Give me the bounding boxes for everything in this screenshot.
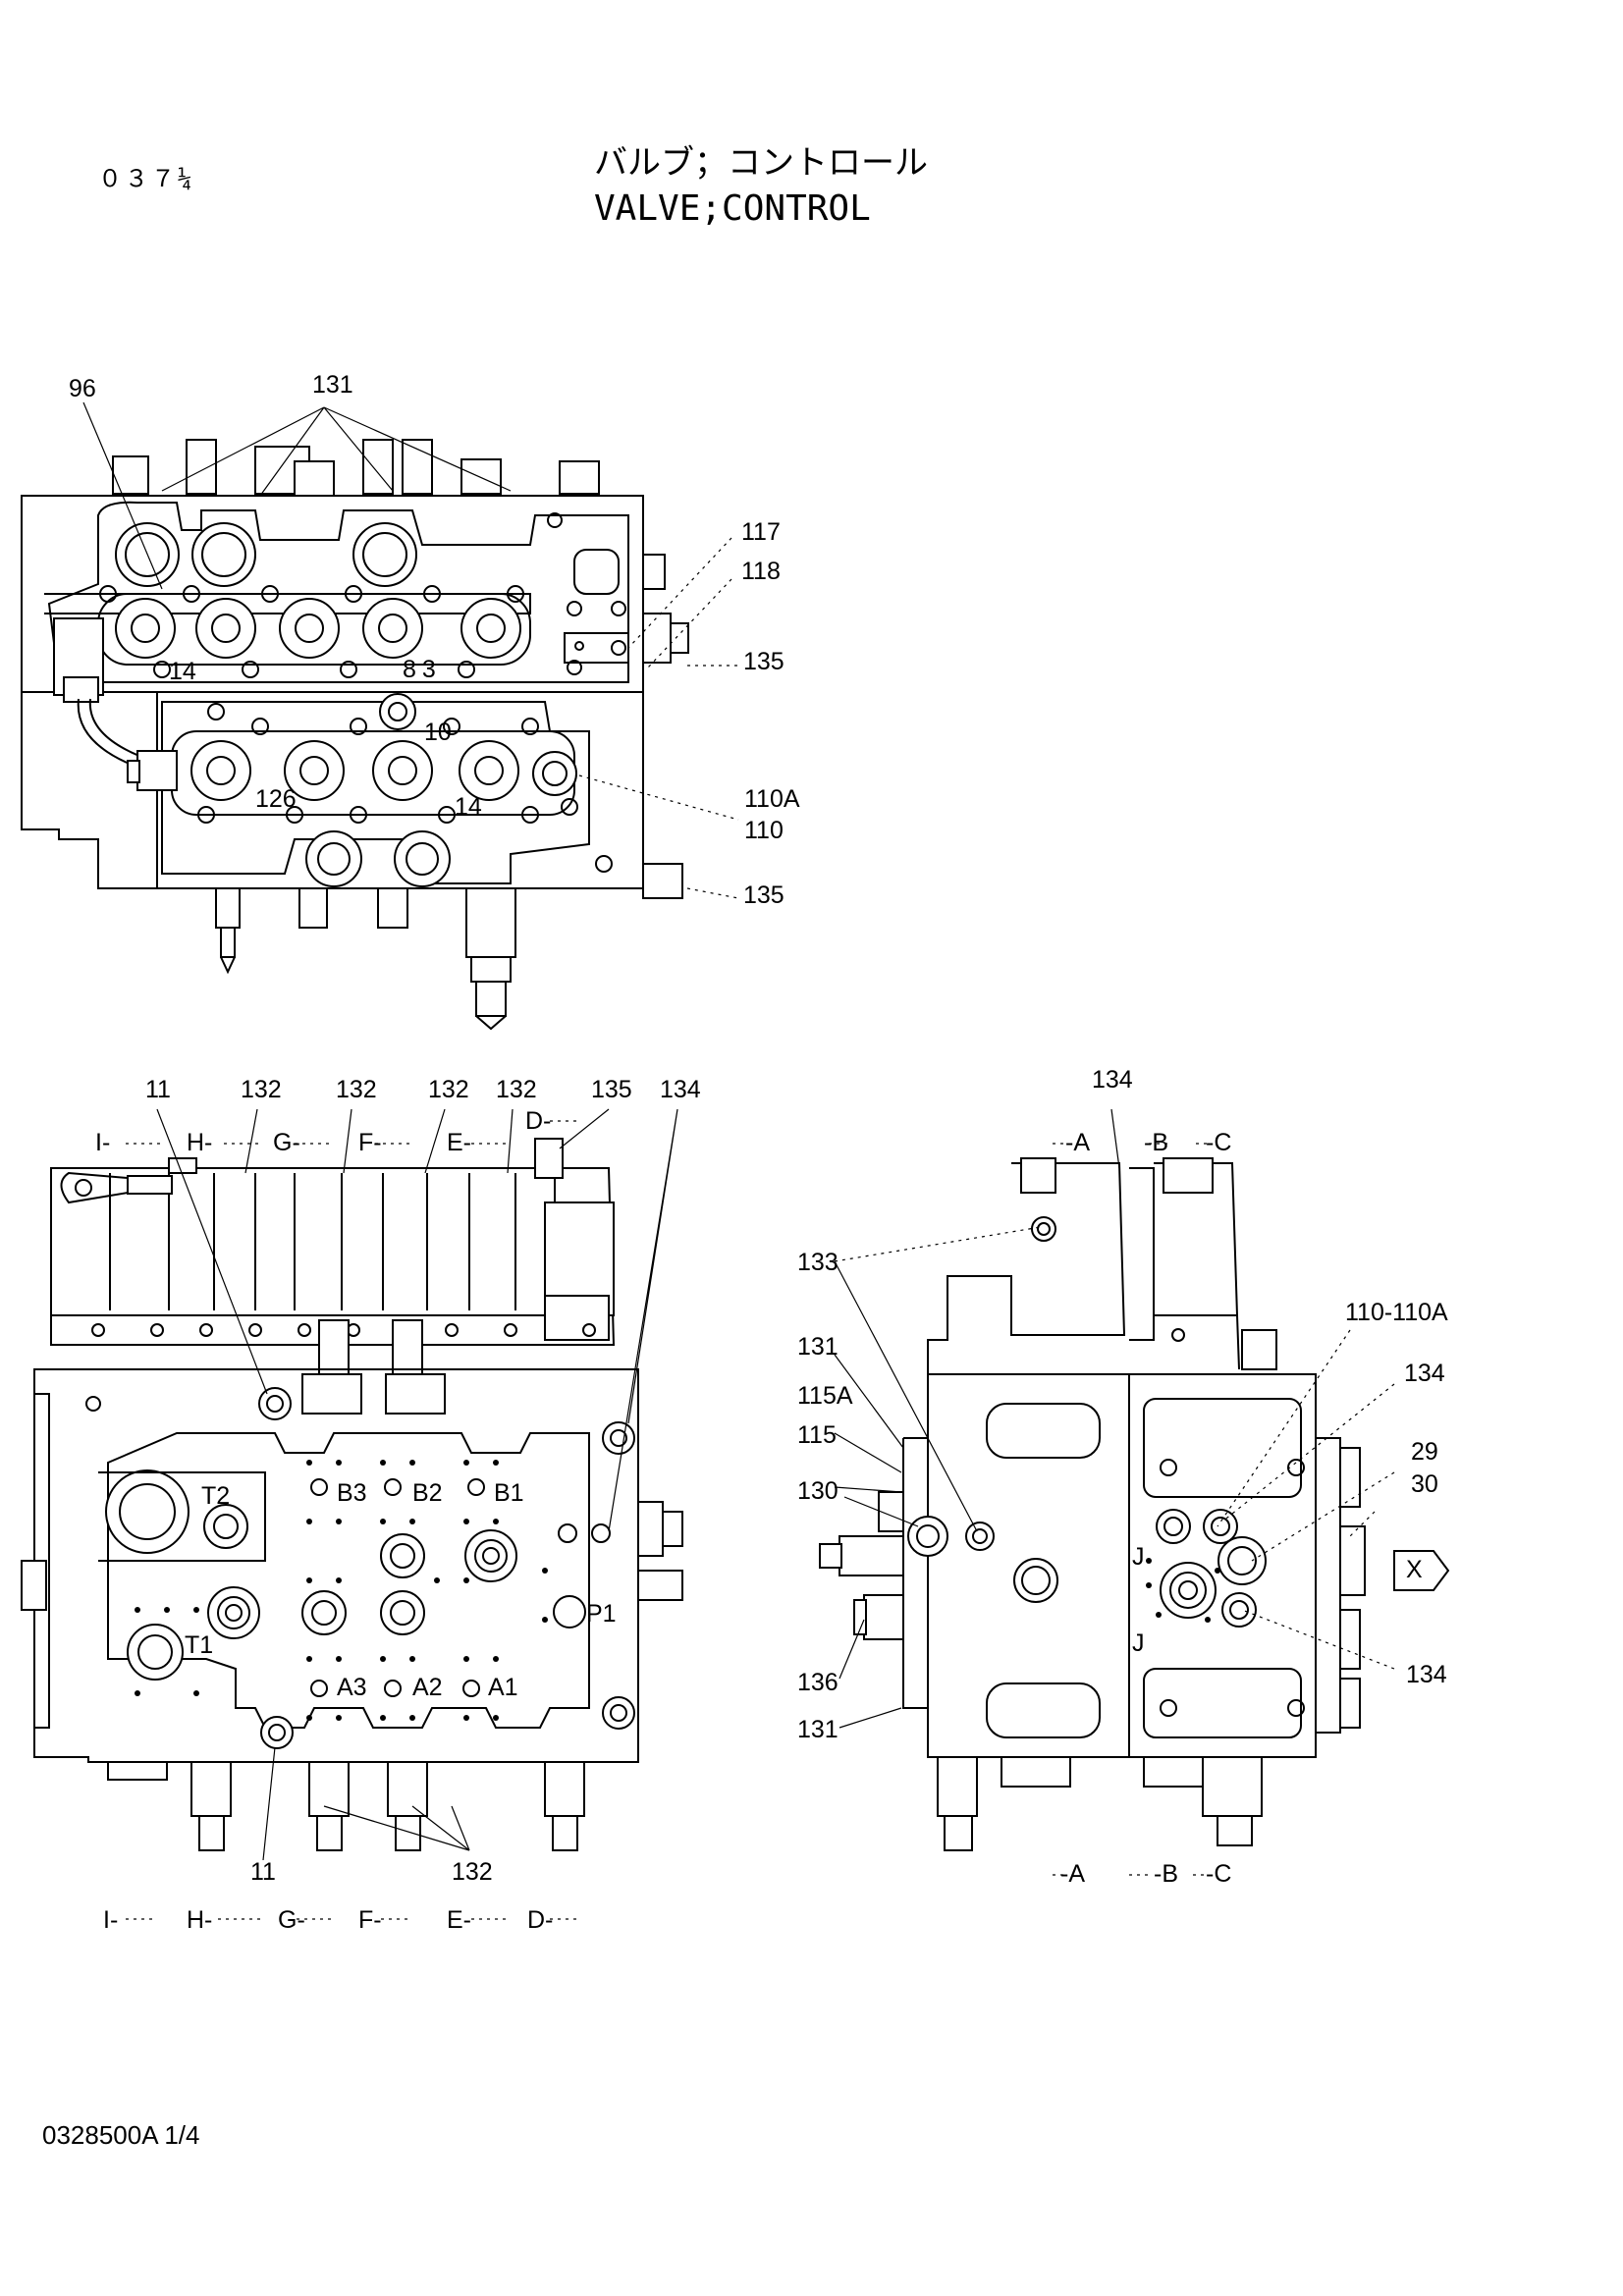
callout-132-a: 132 — [241, 1076, 282, 1103]
callout-110A: 110A — [744, 785, 800, 813]
callout-135-front: 135 — [591, 1076, 632, 1103]
port-label-j-lower: J — [1132, 1629, 1145, 1657]
section-label-top-g: G- — [273, 1129, 300, 1156]
callout-132-bottom: 132 — [452, 1858, 493, 1886]
section-label-bottom-d: D- — [527, 1906, 554, 1934]
section-label-bottom-f: F- — [358, 1906, 382, 1934]
callout-135-lower: 135 — [743, 881, 784, 909]
callout-134-side-mid: 134 — [1404, 1360, 1445, 1387]
callout-136: 136 — [797, 1669, 839, 1696]
front-view-drawing — [21, 1108, 683, 1920]
section-label-top-e: E- — [447, 1129, 471, 1156]
section-label-bottom-e: E- — [447, 1906, 471, 1934]
callout-83: 83 — [403, 656, 442, 683]
port-label-t1: T1 — [185, 1631, 214, 1659]
port-label-b1: B1 — [494, 1479, 524, 1507]
side-view-drawing — [819, 1108, 1450, 1876]
callout-132-c: 132 — [428, 1076, 469, 1103]
callout-11-top: 11 — [145, 1076, 171, 1103]
callout-10: 10 — [424, 719, 452, 746]
callout-134-side-top: 134 — [1092, 1066, 1133, 1094]
port-label-a3: A3 — [337, 1674, 367, 1701]
title-english: VALVE;CONTROL — [594, 188, 871, 229]
section-label-bottom-g: G- — [278, 1906, 305, 1934]
port-label-a2: A2 — [412, 1674, 443, 1701]
callout-14-upper: 14 — [169, 658, 196, 685]
callout-126: 126 — [255, 785, 297, 813]
section-label-side-top-a: -A — [1065, 1129, 1090, 1156]
callout-115A: 115A — [797, 1382, 853, 1410]
port-label-b2: B2 — [412, 1479, 443, 1507]
callout-117: 117 — [741, 518, 781, 546]
port-label-p1: P1 — [586, 1600, 617, 1628]
callout-135-upper: 135 — [743, 648, 784, 675]
port-label-a1: A1 — [488, 1674, 518, 1701]
section-label-top-i: I- — [95, 1129, 111, 1156]
callout-133: 133 — [797, 1249, 839, 1276]
section-label-bottom-h: H- — [187, 1906, 213, 1934]
callout-132-b: 132 — [336, 1076, 377, 1103]
callout-131-side-lower: 131 — [797, 1716, 839, 1743]
callout-14-lower: 14 — [455, 793, 482, 821]
callout-29: 29 — [1411, 1438, 1438, 1466]
section-label-side-top-c: -C — [1206, 1129, 1232, 1156]
section-label-top-d: D- — [525, 1107, 552, 1135]
callout-30: 30 — [1411, 1470, 1438, 1498]
callout-11-bottom: 11 — [250, 1858, 276, 1886]
callout-96: 96 — [69, 375, 96, 402]
callout-110-110A: 110-110A — [1345, 1299, 1448, 1326]
callout-134-front: 134 — [660, 1076, 701, 1103]
section-label-side-bottom-a: -A — [1060, 1860, 1085, 1888]
section-label-side-bottom-c: -C — [1206, 1860, 1232, 1888]
section-label-side-bottom-b: -B — [1154, 1860, 1178, 1888]
title-japanese: バルブ；コントロール — [594, 143, 928, 183]
port-label-b3: B3 — [337, 1479, 367, 1507]
view-marker-x: X — [1406, 1556, 1423, 1583]
top-view-drawing — [21, 401, 739, 1031]
drawing-number: 0328500A 1/4 — [42, 2120, 200, 2150]
callout-130: 130 — [797, 1477, 839, 1505]
port-label-j-upper: J — [1132, 1543, 1145, 1571]
page-code: ０３７¼ — [98, 165, 195, 192]
callout-115: 115 — [797, 1421, 837, 1449]
section-label-bottom-i: I- — [103, 1906, 119, 1934]
callout-118: 118 — [741, 558, 781, 585]
callout-132-d: 132 — [496, 1076, 537, 1103]
callout-131-side-upper: 131 — [797, 1333, 839, 1361]
port-label-t2: T2 — [201, 1482, 231, 1510]
callout-134-side-bottom: 134 — [1406, 1661, 1447, 1688]
section-label-top-f: F- — [358, 1129, 382, 1156]
section-label-top-h: H- — [187, 1129, 213, 1156]
section-label-side-top-b: -B — [1144, 1129, 1168, 1156]
callout-131: 131 — [312, 371, 353, 399]
callout-110: 110 — [744, 817, 784, 844]
